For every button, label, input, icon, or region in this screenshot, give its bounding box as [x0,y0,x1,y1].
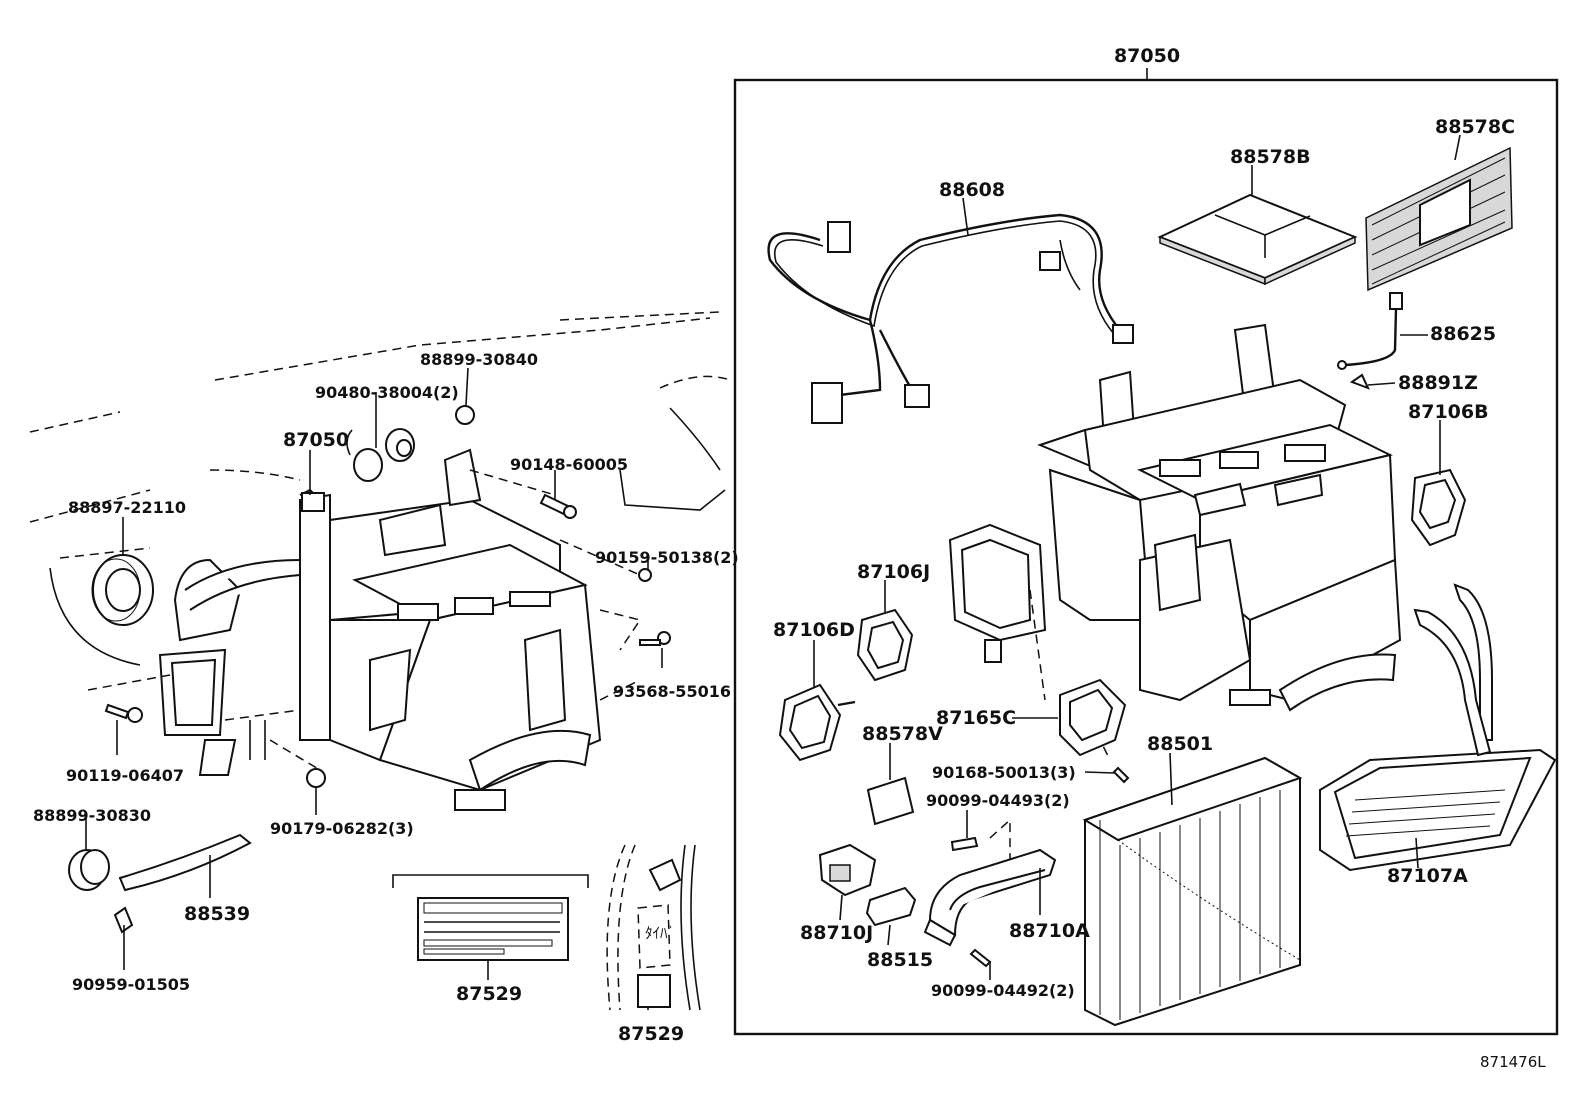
label-88891Z: 88891Z [1398,372,1478,394]
caution-label [417,897,569,961]
label-88899-30840: 88899-30840 [420,350,538,369]
label-93568-55016: 93568-55016 [613,682,731,701]
label-87050-left: 87050 [283,429,349,451]
label-90959-01505: 90959-01505 [72,975,190,994]
label-90119-06407: 90119-06407 [66,766,184,785]
filter-88578C [1365,134,1513,292]
label-88608: 88608 [939,179,1005,201]
label-90099-04493: 90099-04493(2) [926,791,1070,810]
label-88710A: 88710A [1009,920,1090,942]
label-87106J: 87106J [857,561,930,583]
label-88539: 88539 [184,903,250,925]
servo-87106D [778,640,856,762]
label-88578V: 88578V [862,723,943,745]
right-assembly-label: 87050 [1114,45,1180,67]
evaporator-88501 [1082,752,1303,1027]
right-group-frame [733,68,1559,1036]
servo-87106J [856,580,914,682]
sticker-mark-text: ﾀｲﾊﾞ [645,924,675,942]
label-88625: 88625 [1430,323,1496,345]
heater-core-87107A [1319,583,1557,872]
label-87165C: 87165C [936,707,1016,729]
label-87106B: 87106B [1408,401,1489,423]
label-87107A: 87107A [1387,865,1468,887]
right-hvac-housing [948,323,1402,761]
left-labels: 88899-30840 90480-38004(2) 87050 90148-6… [33,350,739,1045]
label-87529-sticker: 87529 [618,1023,684,1045]
left-small-parts [68,405,671,940]
pad-88578V [866,743,915,826]
pillar-sticker: ﾀｲﾊﾞ [606,844,701,1011]
right-labels: 88608 88578B 88578C 88625 88891Z 87106B … [773,116,1515,1000]
reference-code: 871476L [1480,1053,1546,1071]
label-87106D: 87106D [773,619,855,641]
filter-88578B [1157,165,1358,286]
label-88578B: 88578B [1230,146,1311,168]
seal-ring [91,517,154,626]
label-90099-04492: 90099-04492(2) [931,981,1075,1000]
label-90148-60005: 90148-60005 [510,455,628,474]
label-88515: 88515 [867,949,933,971]
expansion-valve-parts [818,810,1057,980]
label-90480-38004: 90480-38004(2) [315,383,459,402]
left-leader-lines [85,367,663,1010]
label-88578C: 88578C [1435,116,1515,138]
wire-harness [767,197,1134,424]
dashboard-outline [29,311,731,666]
servo-87106B [1410,420,1467,547]
label-90179-06282: 90179-06282(3) [270,819,414,838]
servo-87165C [1012,678,1130,784]
label-88501: 88501 [1147,733,1213,755]
thermistor [1337,292,1428,390]
label-88710J: 88710J [800,922,873,944]
label-88897-22110: 88897-22110 [68,498,186,517]
label-90168-50013: 90168-50013(3) [932,763,1076,782]
label-88899-30830: 88899-30830 [33,806,151,825]
label-87529-caution: 87529 [456,983,522,1005]
label-90159-50138: 90159-50138(2) [595,548,739,567]
left-hvac-housing [87,448,642,811]
